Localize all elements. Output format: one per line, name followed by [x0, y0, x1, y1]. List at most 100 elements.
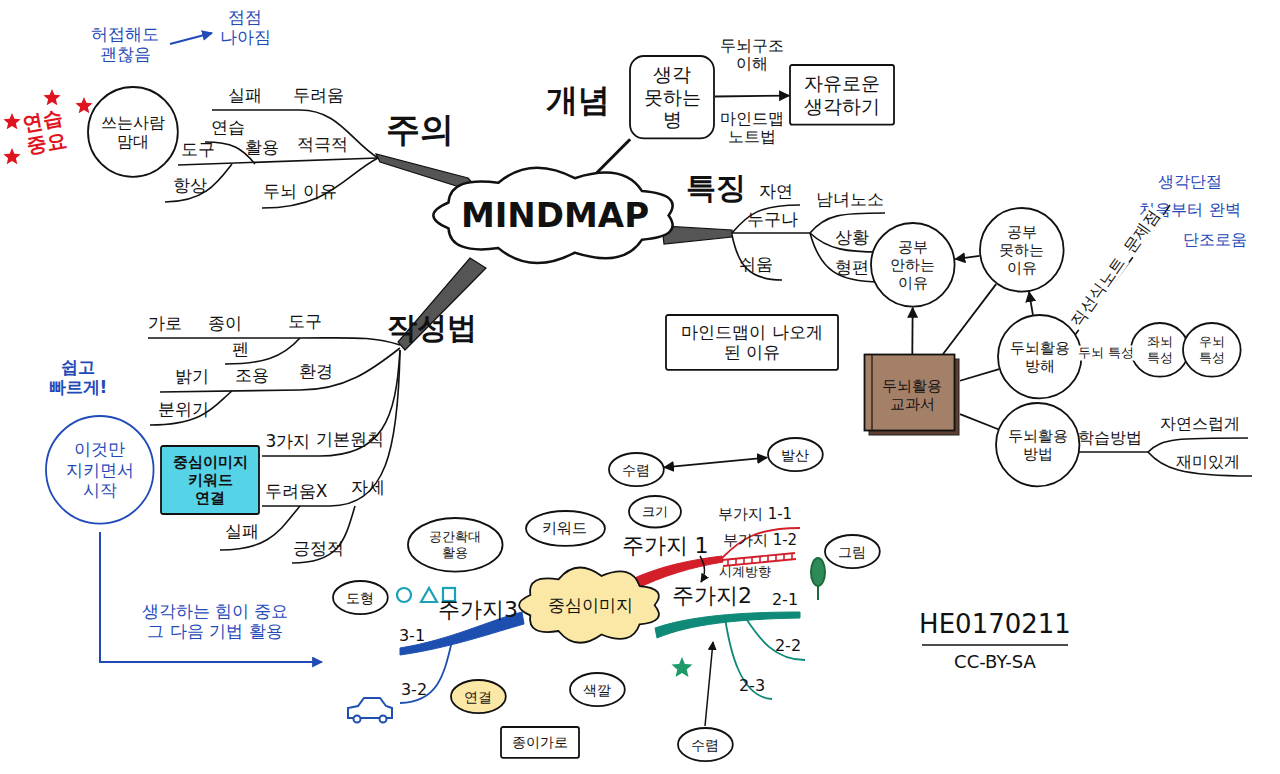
- node-text: 색깔: [583, 682, 611, 699]
- node-label: 연결: [464, 689, 492, 706]
- branch-label: 특징: [686, 171, 746, 206]
- clockwise-arrow: [700, 556, 705, 582]
- branch-line: [292, 506, 355, 563]
- node-label: 종이가로: [512, 734, 568, 751]
- connector: [715, 95, 789, 98]
- branch-label: 누구나: [747, 210, 798, 230]
- paper-box: 종이가로: [500, 726, 580, 759]
- branch-label: 두뇌구조 이해: [717, 37, 787, 74]
- branch-label: 3가지: [266, 432, 311, 452]
- brain-bubble-shape: [1131, 323, 1189, 377]
- node-text: 수렴: [691, 737, 719, 754]
- title-rule: [922, 644, 1068, 646]
- branch-label: 가로: [148, 314, 182, 334]
- callout-bubble: 색깔: [569, 672, 626, 707]
- node-text: 두뇌활용 방법: [1006, 427, 1070, 463]
- node-text: 공간확대 활용: [427, 529, 483, 560]
- branch-label: 직선식노트: [1066, 252, 1129, 331]
- decor-marks: [3, 89, 792, 677]
- node-text: 두뇌활용 교과서: [876, 377, 948, 413]
- node-text: 발산: [781, 447, 809, 464]
- node-label: 우뇌 특성: [1197, 334, 1227, 365]
- main-branch-teal: [745, 617, 805, 660]
- branch-label: 부가지 1-2: [723, 532, 797, 549]
- branch-label: 밝기: [175, 367, 209, 387]
- connector: [911, 308, 913, 354]
- branch-line: [732, 232, 810, 234]
- title-rule: [922, 644, 1068, 646]
- clockwise-arrow: [700, 556, 713, 726]
- book-node: 두뇌활용 교과서: [864, 354, 960, 436]
- branch-label: 환경: [299, 362, 333, 382]
- clockwise-arrow: [705, 642, 713, 726]
- shape-icons: [421, 588, 437, 602]
- note-circle-shape: [88, 87, 178, 177]
- note-circle: 쓰는사람 맘대: [87, 86, 179, 178]
- callout-bubble: 그림: [824, 534, 881, 569]
- car-icon: [348, 698, 392, 718]
- node-label: 두뇌활용 방법: [1006, 427, 1070, 463]
- branch-label: 활용: [245, 138, 279, 158]
- main-branch-blue: [400, 641, 452, 703]
- node-label: 이것만 지키면서 시작: [62, 439, 138, 500]
- reason-circle: 공부 못하는 이유: [979, 207, 1065, 293]
- branch-label: 점점 나아짐: [215, 8, 275, 47]
- callout-bubble: 도형: [332, 580, 389, 615]
- node-text: 도형: [346, 590, 374, 607]
- branch-label: 두려움X: [265, 482, 328, 502]
- reason-circle: 공부 안하는 이유: [870, 222, 956, 308]
- node-text: 이것만 지키면서 시작: [62, 439, 138, 500]
- branch-label: 허접해도 괜찮음: [85, 25, 165, 64]
- branch-label: 2-3: [739, 677, 765, 695]
- star-mark: [672, 657, 693, 677]
- callout-bubble-shape: [629, 496, 681, 528]
- rule-box: 중심이미지 키워드 연결: [160, 445, 260, 515]
- node-label: 공부 안하는 이유: [888, 238, 938, 292]
- node-text: 수렴: [622, 462, 650, 479]
- callout-bubble: 키워드: [525, 510, 606, 547]
- ladder-rung: [783, 554, 785, 560]
- node-text: 중심이미지: [548, 595, 633, 615]
- reason-circle: 두뇌활용 방법: [995, 402, 1080, 487]
- branch-line: [732, 205, 800, 233]
- node-label: MINDMAP: [461, 195, 649, 236]
- branch-label: 조용: [235, 366, 269, 386]
- ladder-rung: [759, 556, 761, 562]
- callout-bubble: 수렴: [677, 727, 734, 762]
- node-text: 그림: [838, 544, 866, 561]
- ladder-rung: [791, 553, 793, 559]
- node-text: 좌뇌 특성: [1145, 334, 1175, 365]
- node-text: 생각 못하는 병: [641, 63, 703, 131]
- title-box: 마인드맵이 나오게 된 이유: [665, 314, 839, 371]
- connector: [960, 414, 998, 429]
- note-arrow: [170, 33, 212, 44]
- branch-label: 실패: [225, 522, 259, 542]
- branch-label: 실패: [228, 86, 262, 106]
- node-text: 자유로운 생각하기: [801, 72, 883, 118]
- node-text: 크기: [642, 504, 668, 520]
- branch-label: 자연: [759, 182, 793, 202]
- callout-bubble: 발산: [767, 437, 824, 472]
- branch-label: 문제점: [1120, 205, 1165, 258]
- star-mark: [3, 148, 20, 164]
- book-spine: [871, 355, 873, 430]
- reason-circle-shape: [996, 403, 1079, 486]
- node-text: 마인드맵이 나오게 된 이유: [677, 322, 827, 363]
- node-text: 종이가로: [512, 734, 568, 751]
- connector: [1029, 292, 1033, 315]
- rule-box-shape: [161, 446, 259, 514]
- node-label: 도형: [346, 590, 374, 607]
- ladder-rung: [751, 557, 753, 563]
- node-label: 중심이미지: [548, 595, 633, 615]
- concept-box-shape: [630, 56, 714, 138]
- node-label: 쓰는사람 맘대: [98, 113, 168, 151]
- branch-label: 재미있게: [1176, 453, 1240, 471]
- connector-label: 두뇌 특성: [1076, 346, 1136, 361]
- branch-label: 생각하는 힘이 중요 그 다음 기법 활용: [139, 602, 291, 641]
- central-cloud: MINDMAP: [431, 167, 679, 264]
- node-label: 크기: [642, 504, 668, 520]
- node-label: 마인드맵이 나오게 된 이유: [677, 322, 827, 363]
- node-label: 좌뇌 특성: [1145, 334, 1175, 365]
- branch-line: [1148, 438, 1248, 452]
- branch-line: [148, 110, 1252, 563]
